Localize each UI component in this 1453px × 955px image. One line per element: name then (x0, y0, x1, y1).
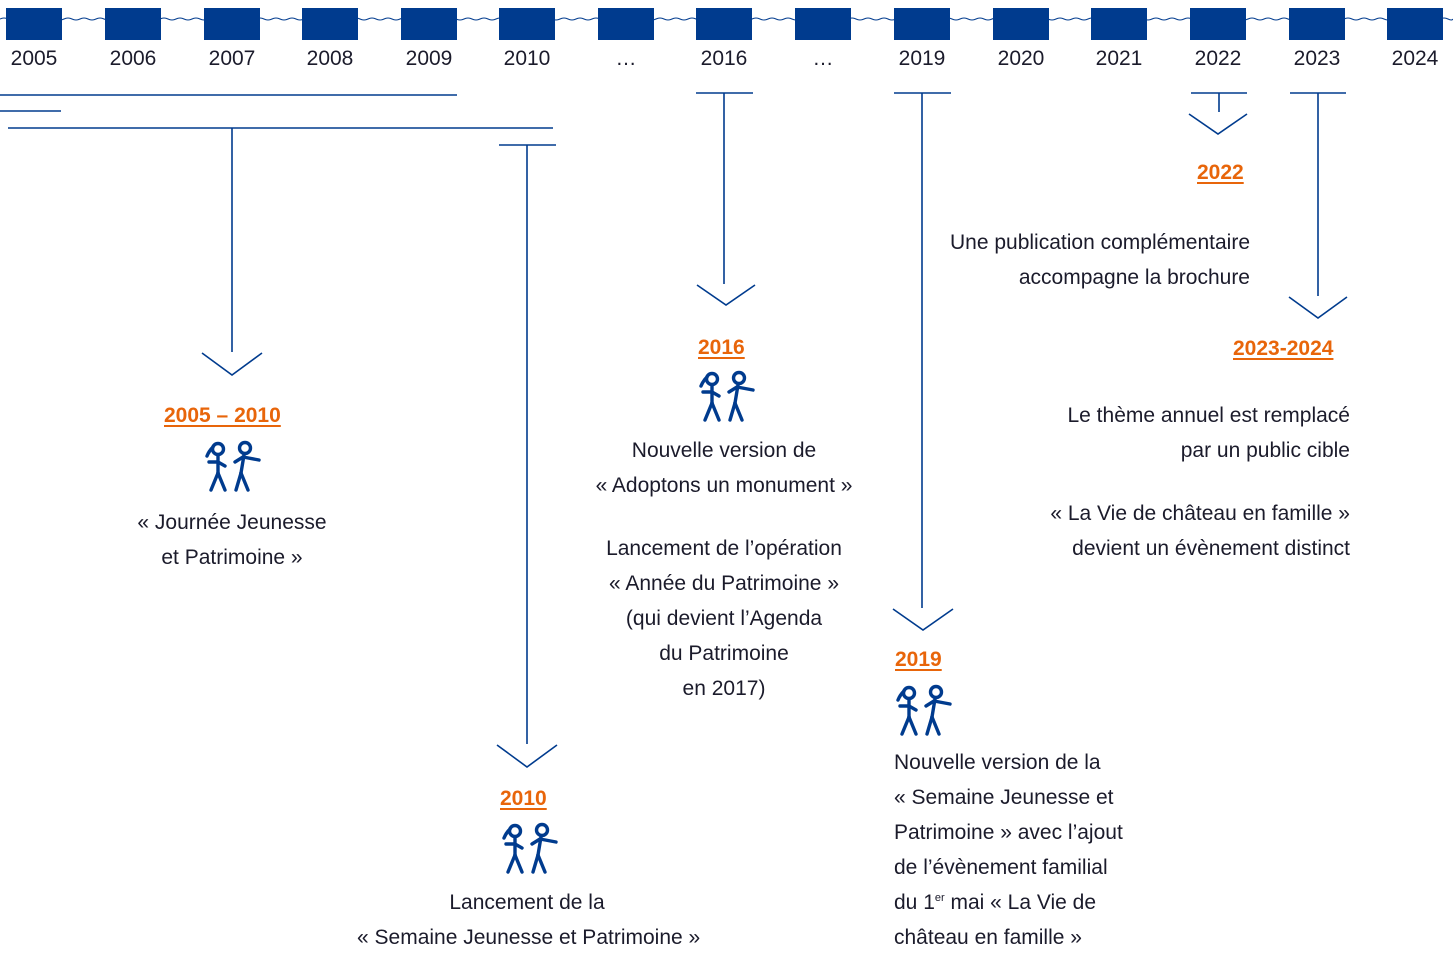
connectors (0, 92, 1348, 768)
year-block (302, 8, 358, 40)
event-line-part: du 1 (894, 891, 935, 914)
event-title-2023: 2023-2024 (1233, 337, 1334, 360)
event-line: Patrimoine » avec l’ajout (894, 821, 1123, 844)
walkers-icon (205, 440, 261, 492)
event-line: devient un évènement distinct (1072, 537, 1350, 560)
year-label: 2005 (10, 47, 58, 70)
event-line: Le thème annuel est remplacé (1067, 404, 1350, 427)
chevron-2005 (201, 352, 263, 376)
year-block (696, 8, 752, 40)
year-label: 2024 (1391, 47, 1439, 70)
event-line: de l’évènement familial (894, 856, 1108, 879)
event-line: « Adoptons un monument » (595, 474, 853, 497)
chevron-2016 (696, 284, 756, 306)
event-line: en 2017) (682, 677, 766, 700)
chevron-2023 (1288, 296, 1348, 319)
year-block (993, 8, 1049, 40)
event-line: « Journée Jeunesse (137, 511, 327, 534)
event-line-part: mai « La Vie de (944, 891, 1097, 914)
year-block (6, 8, 62, 40)
event-text-2005: « Journée Jeunesse et Patrimoine » (132, 505, 332, 575)
event-text-2022: Une publication complémentaire accompagn… (850, 225, 1250, 295)
year-label: 2023 (1293, 47, 1341, 70)
event-line: « La Vie de château en famille » (1050, 502, 1350, 525)
event-title-2010: 2010 (500, 787, 547, 810)
year-block (204, 8, 260, 40)
event-line: Nouvelle version de (631, 439, 817, 462)
event-line: Lancement de l’opération (606, 537, 842, 560)
ordinal-suffix: er (934, 892, 945, 904)
event-text-2023: Le thème annuel est remplacé par un publ… (950, 398, 1350, 566)
event-line: « Semaine Jeunesse et (894, 786, 1114, 809)
year-block (795, 8, 851, 40)
walkers-icon (896, 684, 952, 736)
year-label: 2007 (208, 47, 256, 70)
event-line: Lancement de la (449, 891, 605, 914)
walkers-icon (699, 370, 755, 422)
year-block (1091, 8, 1147, 40)
year-block (1190, 8, 1246, 40)
event-line: « Semaine Jeunesse et Patrimoine » (357, 926, 701, 949)
year-label: 2020 (997, 47, 1045, 70)
chevron-2019 (892, 608, 954, 631)
event-text-2016: Nouvelle version de « Adoptons un monume… (574, 433, 874, 706)
year-block (598, 8, 654, 40)
year-block (499, 8, 555, 40)
event-line: Une publication complémentaire (950, 231, 1250, 254)
event-line: château en famille » (894, 926, 1082, 949)
event-title-2016: 2016 (698, 336, 745, 359)
event-line: du Patrimoine (659, 642, 789, 665)
chevron-2010 (496, 744, 558, 768)
year-block (401, 8, 457, 40)
year-block (894, 8, 950, 40)
year-label: … (812, 47, 834, 70)
year-label: 2016 (700, 47, 748, 70)
year-label: 2019 (898, 47, 946, 70)
year-label: 2009 (405, 47, 453, 70)
year-label: 2010 (503, 47, 551, 70)
event-title-2019: 2019 (895, 648, 942, 671)
chevron-2022 (1188, 113, 1248, 135)
event-title-2005: 2005 – 2010 (164, 404, 281, 427)
year-block (105, 8, 161, 40)
year-block (1387, 8, 1443, 40)
year-label: 2006 (109, 47, 157, 70)
walkers-icon (502, 822, 558, 874)
year-label: … (615, 47, 637, 70)
event-text-2010: Lancement de la « Semaine Jeunesse et Pa… (357, 885, 701, 955)
event-line: Nouvelle version de la (894, 751, 1101, 774)
year-block (1289, 8, 1345, 40)
year-label: 2008 (306, 47, 354, 70)
year-label: 2021 (1095, 47, 1143, 70)
event-line: « Année du Patrimoine » (609, 572, 839, 595)
year-label: 2022 (1194, 47, 1242, 70)
event-line: (qui devient l’Agenda (625, 607, 823, 630)
year-blocks (6, 8, 1443, 40)
event-line: accompagne la brochure (1018, 266, 1250, 289)
event-line: et Patrimoine » (161, 546, 303, 569)
event-title-2022: 2022 (1197, 161, 1244, 184)
event-line: du 1er mai « La Vie de (894, 885, 1194, 920)
event-line: par un public cible (1180, 439, 1350, 462)
event-text-2019: Nouvelle version de la « Semaine Jeuness… (894, 745, 1194, 955)
